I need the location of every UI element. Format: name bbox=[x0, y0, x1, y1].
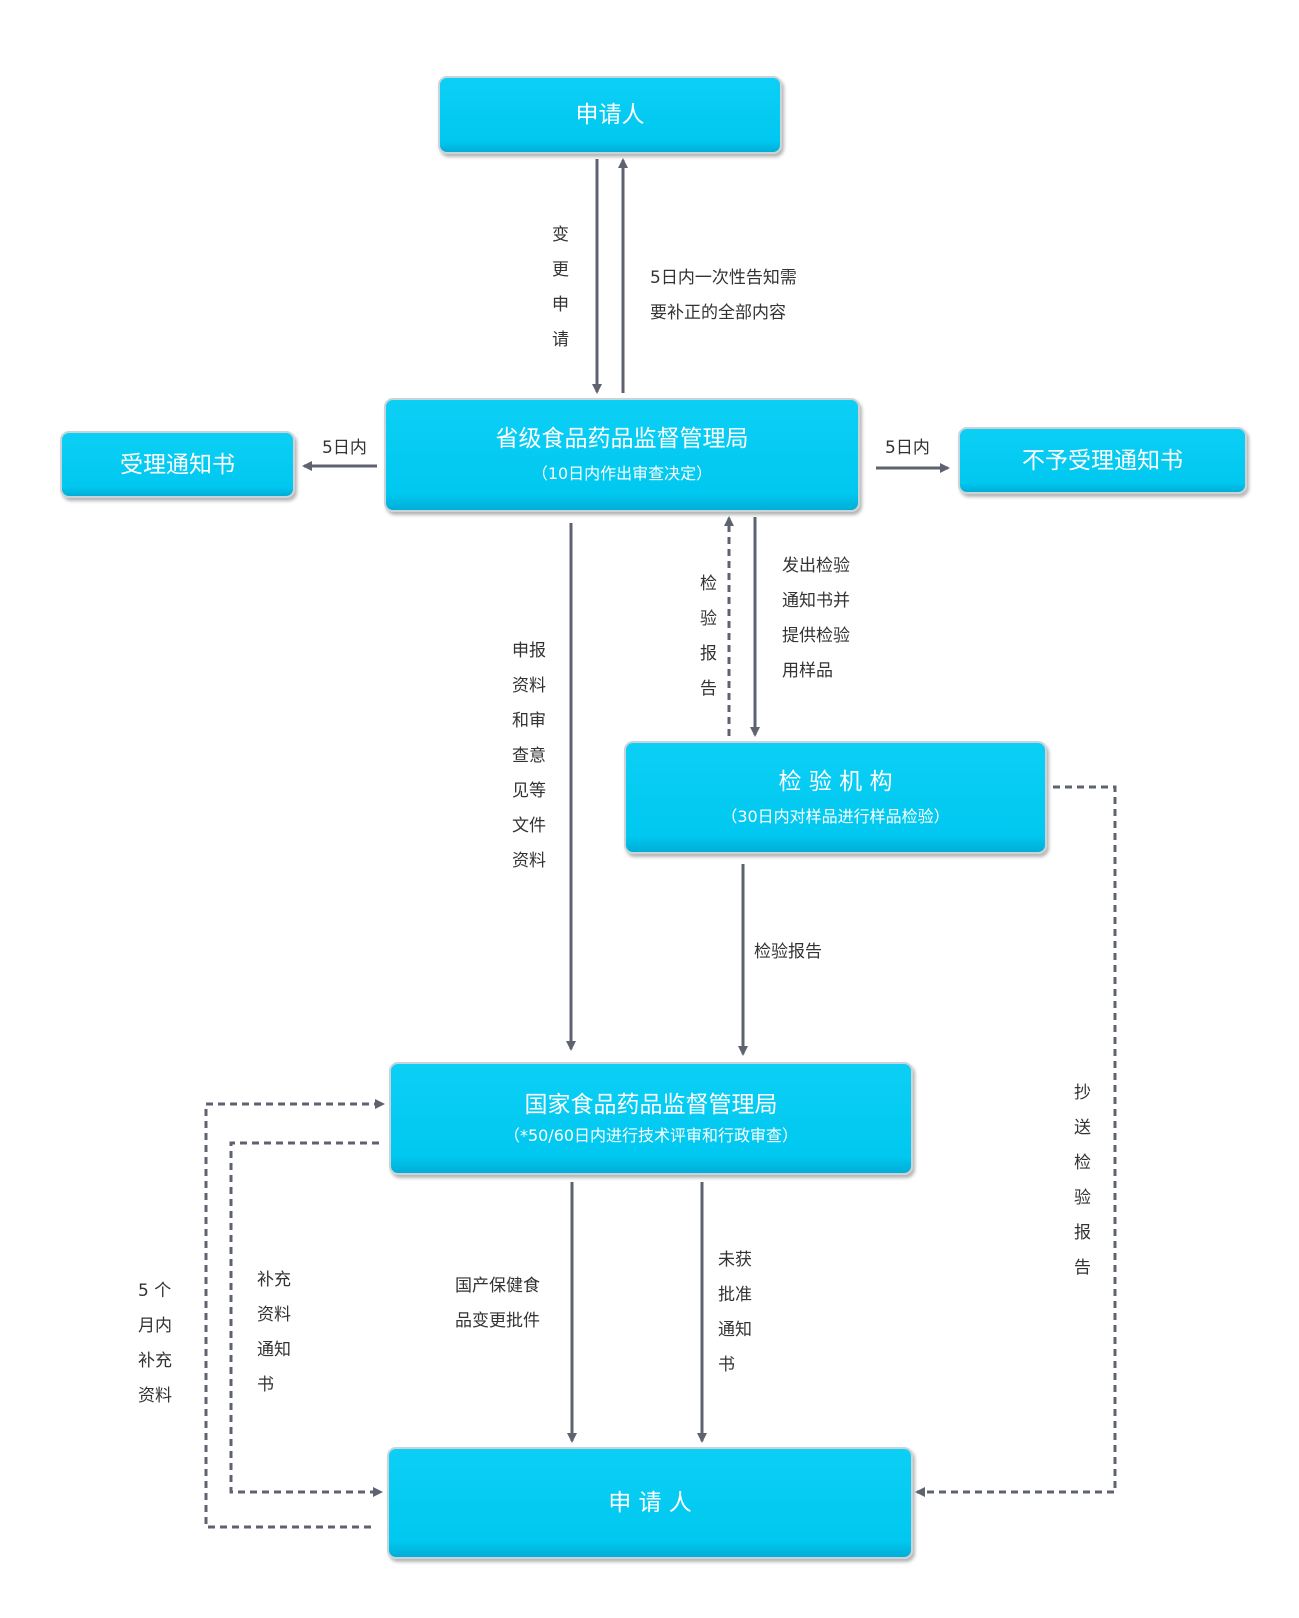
label-line: 告 bbox=[1074, 1258, 1091, 1278]
label-change-request: 变更申请 bbox=[552, 218, 569, 358]
applicant-bottom-node: 申 请 人 bbox=[387, 1447, 913, 1559]
label-accept-5days: 5日内 bbox=[322, 438, 367, 458]
label-line: 5日内一次性告知需 bbox=[650, 268, 797, 288]
label-line: 未获 bbox=[718, 1250, 752, 1270]
label-line: 文件 bbox=[512, 816, 546, 836]
label-line: 检 bbox=[700, 574, 717, 594]
label-line: 补充 bbox=[138, 1351, 172, 1371]
label-line: 资料 bbox=[512, 851, 546, 871]
label-line: 书 bbox=[257, 1375, 274, 1395]
label-line: 请 bbox=[552, 330, 569, 350]
reject-notice-node: 不予受理通知书 bbox=[958, 427, 1247, 494]
node-title: 国家食品药品监督管理局 bbox=[524, 1091, 778, 1118]
label-line: 验 bbox=[700, 609, 717, 629]
label-line: 报 bbox=[1074, 1223, 1091, 1243]
label-line: 提供检验 bbox=[782, 626, 850, 646]
label-cc-report: 抄送检验报告 bbox=[1074, 1076, 1091, 1286]
label-line: 见等 bbox=[512, 781, 546, 801]
label-line: 告 bbox=[700, 679, 717, 699]
label-line: 报 bbox=[700, 644, 717, 664]
provincial-fda-node: 省级食品药品监督管理局 （10日内作出审查决定） bbox=[384, 398, 860, 512]
label-line: 变 bbox=[552, 225, 569, 245]
label-line: 验 bbox=[1074, 1188, 1091, 1208]
label-line: 月内 bbox=[138, 1316, 172, 1336]
label-line: 更 bbox=[552, 260, 569, 280]
label-line: 送 bbox=[1074, 1118, 1091, 1138]
node-subtitle: （30日内对样品进行样品检验） bbox=[721, 806, 950, 826]
node-subtitle: （*50/60日内进行技术评审和行政审查） bbox=[503, 1125, 799, 1145]
label-line: 国产保健食 bbox=[455, 1276, 540, 1296]
label-line: 5 个 bbox=[138, 1281, 172, 1301]
label-line: 申 bbox=[552, 295, 569, 315]
label-line: 批准 bbox=[718, 1285, 752, 1305]
arrow-cc-report bbox=[915, 785, 1117, 1497]
inspection-agency-node: 检 验 机 构 （30日内对样品进行样品检验） bbox=[624, 741, 1047, 854]
node-subtitle: （10日内作出审查决定） bbox=[531, 464, 713, 483]
label-reject-5days: 5日内 bbox=[885, 438, 930, 458]
label-submit-docs: 申报资料和审查意见等文件资料 bbox=[512, 634, 546, 879]
label-supplement-notice: 补充资料通知书 bbox=[257, 1263, 291, 1403]
label-line: 通知 bbox=[718, 1320, 752, 1340]
label-line: 用样品 bbox=[782, 661, 833, 681]
label-not-approved: 未获批准通知书 bbox=[718, 1243, 752, 1383]
label-line: 查意 bbox=[512, 746, 546, 766]
national-fda-node: 国家食品药品监督管理局 （*50/60日内进行技术评审和行政审查） bbox=[389, 1062, 913, 1175]
node-title: 受理通知书 bbox=[120, 451, 235, 478]
label-approval: 国产保健食品变更批件 bbox=[455, 1269, 540, 1339]
node-title: 省级食品药品监督管理局 bbox=[495, 426, 749, 452]
label-inspection-report-down: 检验报告 bbox=[754, 942, 822, 962]
label-send-notice-samples: 发出检验通知书并提供检验用样品 bbox=[782, 549, 850, 689]
label-line: 通知书并 bbox=[782, 591, 850, 611]
node-title: 申请人 bbox=[575, 102, 645, 128]
label-line: 品变更批件 bbox=[455, 1311, 540, 1331]
node-title: 申 请 人 bbox=[608, 1490, 692, 1516]
label-line: 抄 bbox=[1074, 1083, 1091, 1103]
label-line: 资料 bbox=[512, 676, 546, 696]
label-inspection-report-up: 检验报告 bbox=[700, 567, 717, 707]
label-line: 书 bbox=[718, 1355, 735, 1375]
label-line: 资料 bbox=[257, 1305, 291, 1325]
label-notify-supplement: 5日内一次性告知需要补正的全部内容 bbox=[650, 261, 797, 331]
label-line: 和审 bbox=[512, 711, 546, 731]
label-line: 检 bbox=[1074, 1153, 1091, 1173]
label-line: 发出检验 bbox=[782, 556, 850, 576]
node-title: 不予受理通知书 bbox=[1022, 447, 1183, 474]
label-line: 要补正的全部内容 bbox=[650, 303, 786, 323]
arrow-supplement-5months bbox=[204, 1099, 385, 1529]
label-supplement-5months: 5 个月内补充资料 bbox=[138, 1274, 172, 1414]
arrow-supplement-notice bbox=[229, 1141, 383, 1497]
accept-notice-node: 受理通知书 bbox=[60, 431, 295, 498]
node-title: 检 验 机 构 bbox=[778, 768, 893, 795]
label-line: 补充 bbox=[257, 1270, 291, 1290]
label-line: 申报 bbox=[512, 641, 546, 661]
label-line: 通知 bbox=[257, 1340, 291, 1360]
label-line: 资料 bbox=[138, 1386, 172, 1406]
applicant-top-node: 申请人 bbox=[438, 76, 782, 154]
